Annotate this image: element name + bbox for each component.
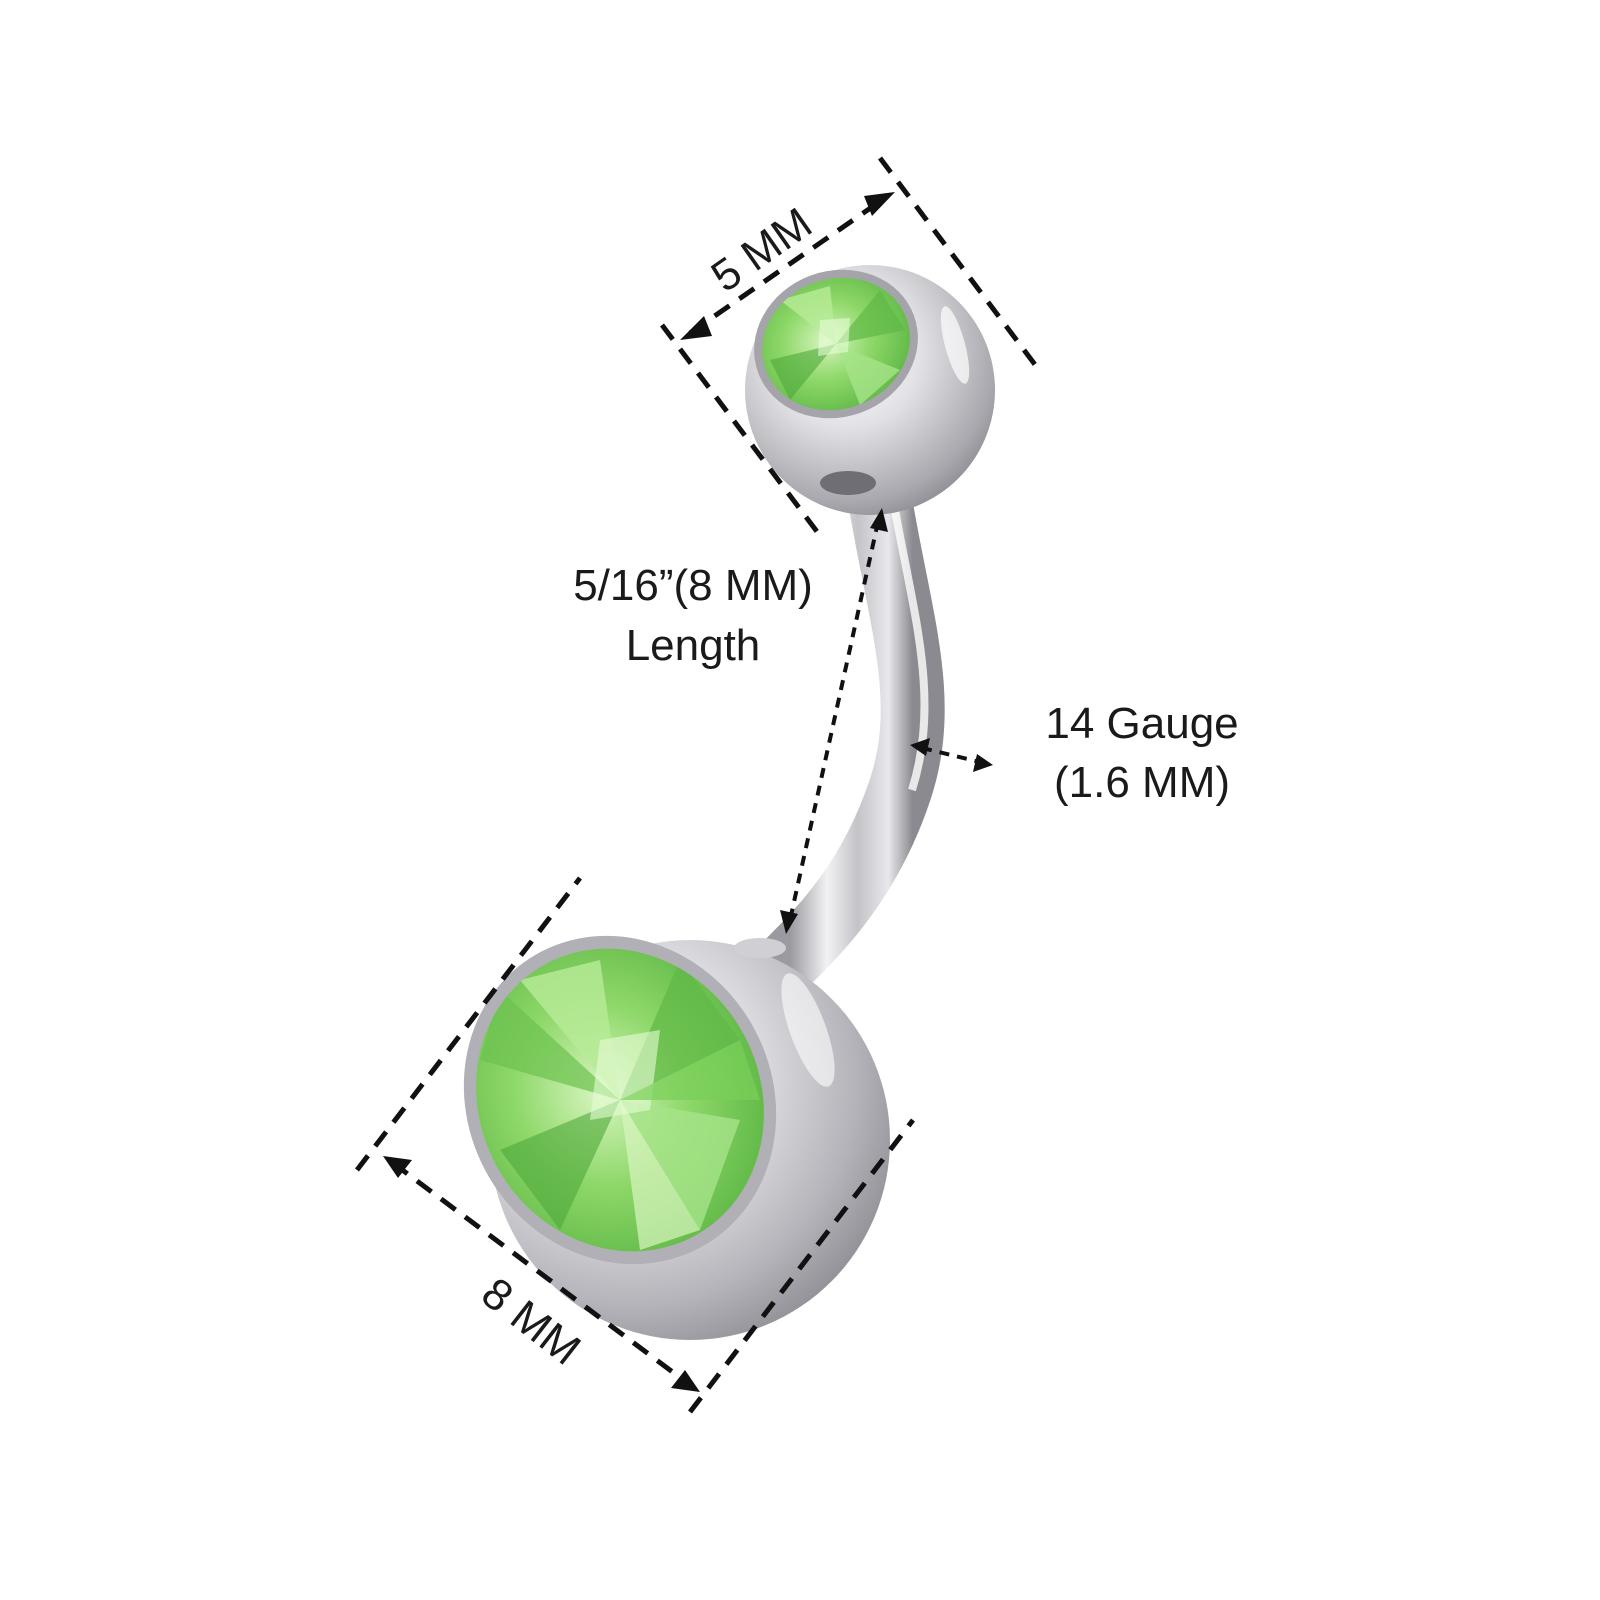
label-gauge-line1: 14 Gauge <box>1045 699 1238 748</box>
curved-bar-highlight <box>891 509 929 792</box>
label-gauge-line2: (1.6 MM) <box>1054 758 1230 807</box>
bottom-ball <box>463 935 890 1340</box>
curved-bar <box>758 468 945 992</box>
dimension-gauge: 14 Gauge (1.6 MM) <box>910 699 1239 807</box>
top-ball <box>745 265 995 515</box>
label-length-line2: Length <box>626 621 761 670</box>
label-length-line1: 5/16”(8 MM) <box>573 561 813 610</box>
top-gem-facets <box>770 286 905 405</box>
top-ball-hole <box>820 471 876 495</box>
bottom-gem-facets <box>480 960 760 1250</box>
dimension-length: 5/16”(8 MM) Length <box>573 508 888 934</box>
